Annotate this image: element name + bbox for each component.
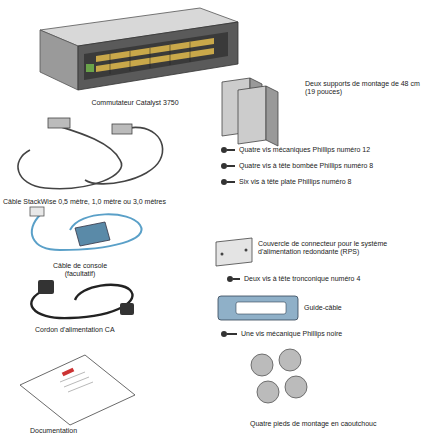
power-cord-drawing bbox=[31, 280, 134, 318]
part-label: Couvercle de connecteur pour le système … bbox=[258, 240, 408, 256]
part-label: Deux supports de montage de 48 cm (19 po… bbox=[305, 80, 425, 96]
cable-guide-drawing bbox=[218, 296, 298, 320]
part-label: Câble StackWise 0,5 mètre, 1,0 mètre ou … bbox=[3, 198, 203, 206]
part-label: Une vis mécanique Phillips noire bbox=[241, 330, 431, 338]
part-label: Quatre pieds de montage en caoutchouc bbox=[250, 420, 425, 428]
rubber-feet-drawing bbox=[251, 349, 307, 403]
part-label: Documentation bbox=[30, 427, 110, 435]
documentation-drawing bbox=[20, 355, 135, 425]
stackwise-cable-drawing bbox=[18, 118, 163, 189]
part-label: Six vis à tête plate Phillips numéro 8 bbox=[239, 178, 434, 186]
part-label: Quatre vis à tête bombée Phillips numéro… bbox=[239, 162, 434, 170]
part-label: Deux vis à tête tronconique numéro 4 bbox=[244, 275, 434, 283]
switch-drawing bbox=[40, 8, 238, 90]
rps-cover-drawing bbox=[216, 238, 252, 266]
part-label: Guide-câble bbox=[304, 304, 384, 312]
part-label: Câble de console (facultatif) bbox=[45, 262, 115, 278]
console-cable-drawing bbox=[30, 207, 142, 250]
part-label: Cordon d'alimentation CA bbox=[35, 326, 145, 334]
bracket-drawing bbox=[222, 78, 278, 146]
part-label: Commutateur Catalyst 3750 bbox=[80, 99, 190, 107]
part-label: Quatre vis mécaniques Phillips numéro 12 bbox=[239, 146, 434, 154]
